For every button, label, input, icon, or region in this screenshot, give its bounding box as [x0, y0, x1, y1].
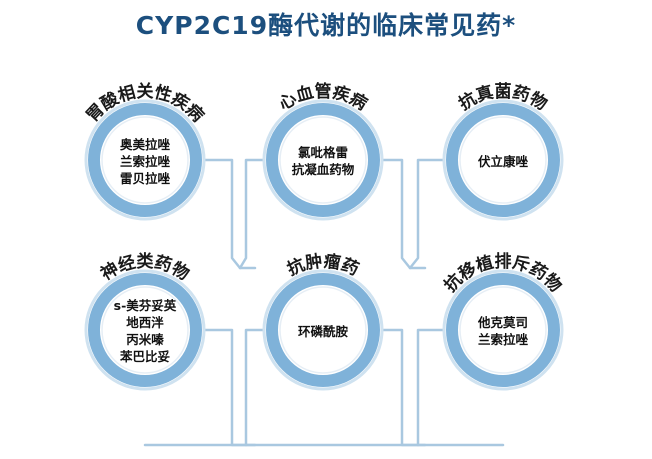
drug-list: s-美芬妥英地西泮丙米嗪苯巴比妥 [95, 297, 195, 365]
drug-name: 抗凝血药物 [291, 162, 355, 177]
drug-list: 伏立康唑 [453, 153, 553, 170]
drug-name: 氯吡格雷 [297, 145, 348, 160]
drug-name: 兰索拉唑 [119, 153, 170, 169]
drug-name: 丙米嗪 [126, 332, 164, 347]
drug-name: 奥美拉唑 [119, 136, 170, 152]
drug-name: 地西泮 [126, 315, 164, 330]
ring-center [101, 116, 189, 204]
ring-center [279, 116, 367, 204]
connector-line-1 [198, 158, 257, 270]
connector-line-3 [376, 158, 427, 270]
ring-center [101, 286, 189, 374]
connector-line-6 [244, 328, 270, 447]
ring-center [459, 286, 547, 374]
drug-name: 雷贝拉唑 [119, 170, 170, 186]
drug-list: 氯吡格雷抗凝血药物 [273, 144, 373, 178]
connector-line-8 [416, 328, 450, 447]
drug-name: 兰索拉唑 [477, 332, 528, 347]
ring-center [279, 286, 367, 374]
drug-name: s-美芬妥英 [113, 298, 177, 313]
drug-list: 他克莫司兰索拉唑 [453, 314, 553, 348]
drug-name: 他克莫司 [477, 315, 528, 330]
connector-line-2 [238, 158, 270, 270]
drug-list: 奥美拉唑兰索拉唑雷贝拉唑 [95, 136, 195, 187]
drug-name: 环磷酰胺 [297, 323, 348, 339]
drug-name: 苯巴比妥 [119, 349, 170, 364]
drug-list: 环磷酰胺 [273, 323, 373, 340]
connector-line-4 [408, 158, 450, 270]
diagram-title: CYP2C19酶代谢的临床常见药* [135, 11, 517, 40]
ring-center [459, 116, 547, 204]
drug-name: 伏立康唑 [477, 153, 528, 169]
